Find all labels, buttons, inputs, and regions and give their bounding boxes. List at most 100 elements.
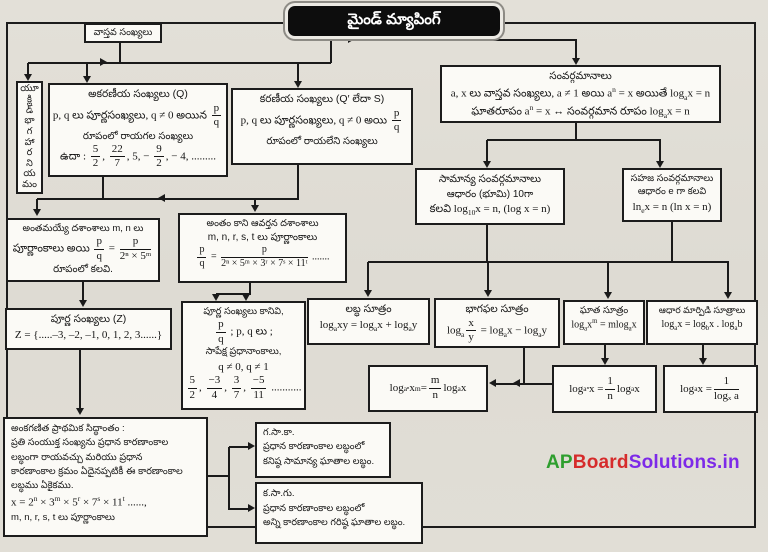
euclid-char: క్లి bbox=[27, 94, 32, 105]
arrow-down-icon bbox=[24, 74, 32, 81]
nonterminating-decimals-box: అంతం కాని ఆవర్తన దశాంశాలు m, n, r, s, t … bbox=[178, 213, 347, 283]
arrow-down-icon bbox=[251, 205, 259, 212]
connector bbox=[727, 262, 729, 293]
euclid-char: మం bbox=[22, 179, 37, 190]
euclid-char: డ్ bbox=[25, 104, 34, 116]
connector bbox=[216, 293, 251, 295]
arrow-left-icon bbox=[489, 379, 496, 387]
connector bbox=[523, 348, 525, 384]
lcm-title: క.సా.గు. bbox=[263, 488, 295, 499]
euclid-char: గ bbox=[26, 125, 33, 137]
integers-line: Z = {.....–3, –2, –1, 0, 1, 2, 3......} bbox=[14, 328, 163, 341]
connector bbox=[330, 39, 577, 41]
rational-numbers-box: అకరణీయ సంఖ్యలు (Q) p, q లు పూర్ణసంఖ్యలు,… bbox=[48, 83, 228, 177]
connector bbox=[102, 177, 104, 198]
integers-title: పూర్ణ సంఖ్యలు (Z) bbox=[50, 313, 127, 325]
gcd-title: గ.సా.కా. bbox=[263, 427, 295, 438]
irrational-title: కరణీయ సంఖ్యలు (Q′ లేదా S) bbox=[259, 93, 385, 105]
power-rule-formula: logaxm = mlogax bbox=[571, 318, 637, 333]
arrow-right-icon bbox=[348, 35, 355, 43]
natural-log-line: lnex = n (ln x = n) bbox=[632, 200, 712, 215]
non-integers-line: సాపేక్ష ప్రధానాంకాలు, bbox=[205, 346, 282, 358]
arrow-down-icon bbox=[83, 76, 91, 83]
arrow-down-icon bbox=[242, 294, 250, 301]
nonterminating-line: అంతం కాని ఆవర్తన దశాంశాలు bbox=[206, 218, 319, 229]
arrow-down-icon bbox=[656, 161, 664, 168]
natural-log-box: సహజ సంవర్గమానాలు ఆధారం e గా కలవి lnex = … bbox=[622, 168, 722, 222]
connector bbox=[229, 446, 249, 448]
arrow-right-icon bbox=[100, 58, 107, 66]
integers-box: పూర్ణ సంఖ్యలు (Z) Z = {.....–3, –2, –1, … bbox=[5, 308, 172, 350]
irrational-numbers-box: కరణీయ సంఖ్యలు (Q′ లేదా S) p, q లు పూర్ణస… bbox=[231, 88, 413, 165]
fundamental-line: లబ్ధంగా రాయవచ్చు మరియు ప్రధాన bbox=[11, 451, 143, 463]
quotient-rule-title: భాగఫల సూత్రం bbox=[465, 303, 529, 315]
connector bbox=[208, 475, 229, 477]
arrow-down-icon bbox=[484, 290, 492, 297]
connector bbox=[702, 345, 704, 359]
arrow-down-icon bbox=[79, 300, 87, 307]
connector bbox=[254, 199, 256, 206]
common-log-box: సామాన్య సంవర్గమానాలు ఆధారం (భూమి) 10గా క… bbox=[415, 168, 565, 225]
connector bbox=[82, 282, 84, 301]
connector bbox=[493, 383, 552, 385]
power-rule-box: ఘాత సూత్రం logaxm = mlogax bbox=[563, 300, 645, 345]
connector bbox=[486, 225, 488, 262]
connector bbox=[487, 262, 489, 291]
arrow-left-icon bbox=[513, 379, 520, 387]
logarithms-box: సంవర్గమానాలు a, x లు వాస్తవ సంఖ్యలు, a ≠… bbox=[440, 65, 721, 123]
arrow-left-icon bbox=[158, 194, 165, 202]
watermark-ap: AP bbox=[546, 452, 573, 473]
arrow-down-icon bbox=[76, 408, 84, 415]
connector bbox=[297, 165, 299, 198]
logarithms-title: సంవర్గమానాలు bbox=[549, 70, 612, 82]
non-integers-line: q ≠ 0, q ≠ 1 bbox=[218, 360, 269, 373]
connector bbox=[604, 345, 606, 359]
gcd-line: కనిష్ఠ సామాన్య ఘాతాల లబ్ధం. bbox=[263, 455, 375, 467]
gcd-line: ప్రధాన కారణాంకాల లబ్ధంలో bbox=[263, 441, 365, 453]
arrow-down-icon bbox=[483, 161, 491, 168]
connector bbox=[368, 261, 729, 263]
arrow-right-icon bbox=[248, 442, 255, 450]
fundamental-line: m, n, r, s, t లు పూర్ణాంకాలు bbox=[11, 512, 115, 524]
gcd-box: గ.సా.కా. ప్రధాన కారణాంకాల లబ్ధంలో కనిష్ఠ… bbox=[255, 422, 391, 478]
connector bbox=[671, 222, 673, 262]
terminating-decimals-box: అంతమయ్యే దశాంశాలు m, n లు పూర్ణాంకాలు అయ… bbox=[6, 218, 160, 282]
connector bbox=[37, 198, 299, 200]
terminating-line: అంతమయ్యే దశాంశాలు m, n లు bbox=[22, 223, 144, 234]
connector bbox=[119, 42, 121, 63]
connector bbox=[249, 283, 251, 294]
connector bbox=[36, 199, 38, 210]
euclid-char: భా bbox=[24, 115, 35, 127]
real-numbers-box: వాస్తవ సంఖ్యలు bbox=[84, 23, 162, 43]
fundamental-theorem-box: అంకగణిత ప్రాథమిక సిద్ధాంతం : ప్రతి సంయుక… bbox=[3, 417, 208, 537]
arrow-right-icon bbox=[248, 504, 255, 512]
logarithms-line: a, x లు వాస్తవ సంఖ్యలు, a ≠ 1 అయి an = x… bbox=[450, 84, 711, 102]
connector bbox=[575, 40, 577, 59]
product-rule-formula: logaxy = logax + logay bbox=[319, 318, 418, 333]
connector bbox=[367, 262, 369, 291]
euclid-char: ర bbox=[26, 147, 33, 159]
lcm-box: క.సా.గు. ప్రధాన కారణాంకాల లబ్ధంలో అన్ని … bbox=[255, 482, 423, 544]
logarithms-line: ఘాతరూపం an = x ↔ సంవర్గమాన రూపం logax = … bbox=[471, 103, 690, 121]
watermark-solutions: Solutions.in bbox=[628, 452, 740, 473]
connector bbox=[659, 140, 661, 162]
arrow-down-icon bbox=[33, 209, 41, 216]
natural-log-title: సహజ సంవర్గమానాలు bbox=[630, 173, 714, 184]
base-change-box: ఆధార మార్పిడి సూత్రాలు logax = logbx . l… bbox=[646, 300, 758, 345]
fundamental-line: లబ్ధము ఏకైకము. bbox=[11, 480, 74, 491]
fundamental-formula: x = 2n × 3m × 5r × 7s × 11t ......, bbox=[11, 494, 147, 509]
watermark: APBoardSolutions.in bbox=[546, 452, 740, 474]
arrow-down-icon bbox=[294, 81, 302, 88]
common-log-line: ఆధారం (భూమి) 10గా bbox=[446, 188, 534, 200]
base-change-formula: logax = logbx . logab bbox=[661, 318, 743, 332]
product-rule-box: లబ్ధ సూత్రం logaxy = logax + logay bbox=[307, 298, 430, 345]
